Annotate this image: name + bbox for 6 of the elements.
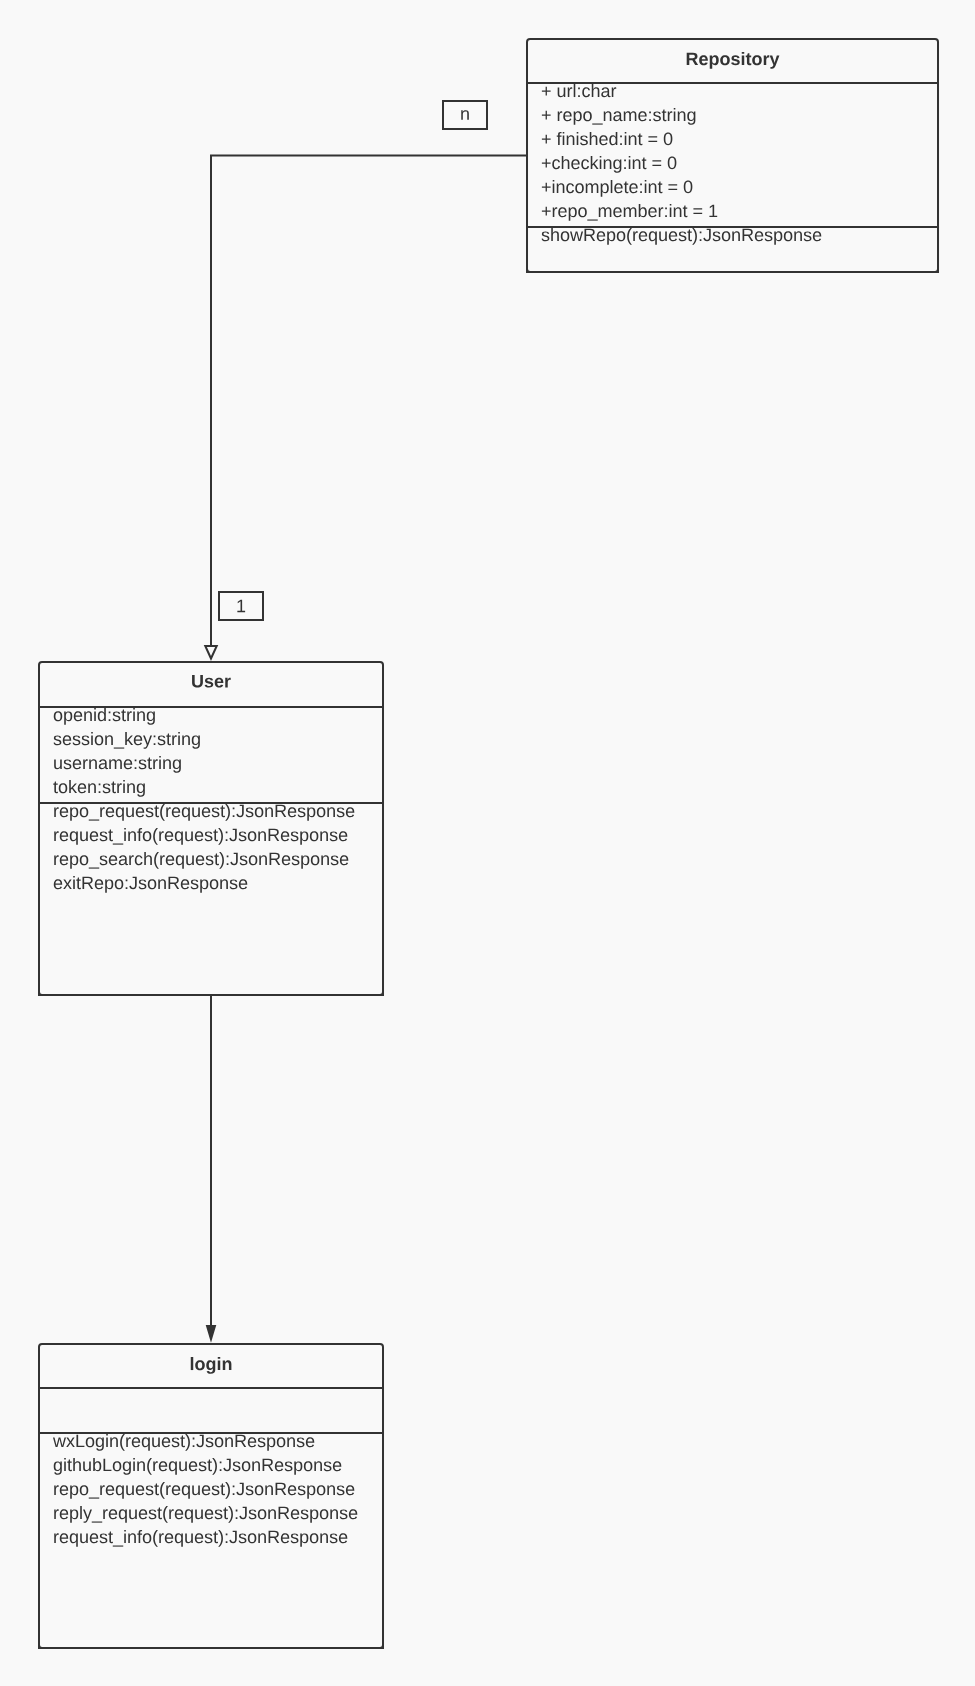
class-compartment: wxLogin(request):JsonResponse githubLogin(request):JsonResponse repo_request(request):JsonResponse reply_request(request):JsonResponse request_info(request):JsonResponse — [38, 1432, 384, 1649]
class-compartment: showRepo(request):JsonResponse — [526, 226, 939, 273]
class-compartment: repo_request(request):JsonResponse request_info(request):JsonResponse repo_search(request):JsonResponse exitRepo:JsonResponse — [38, 802, 384, 996]
multiplicity-label: 1 — [218, 591, 264, 621]
multiplicity-label: n — [442, 100, 488, 130]
class-compartment — [38, 1387, 384, 1434]
